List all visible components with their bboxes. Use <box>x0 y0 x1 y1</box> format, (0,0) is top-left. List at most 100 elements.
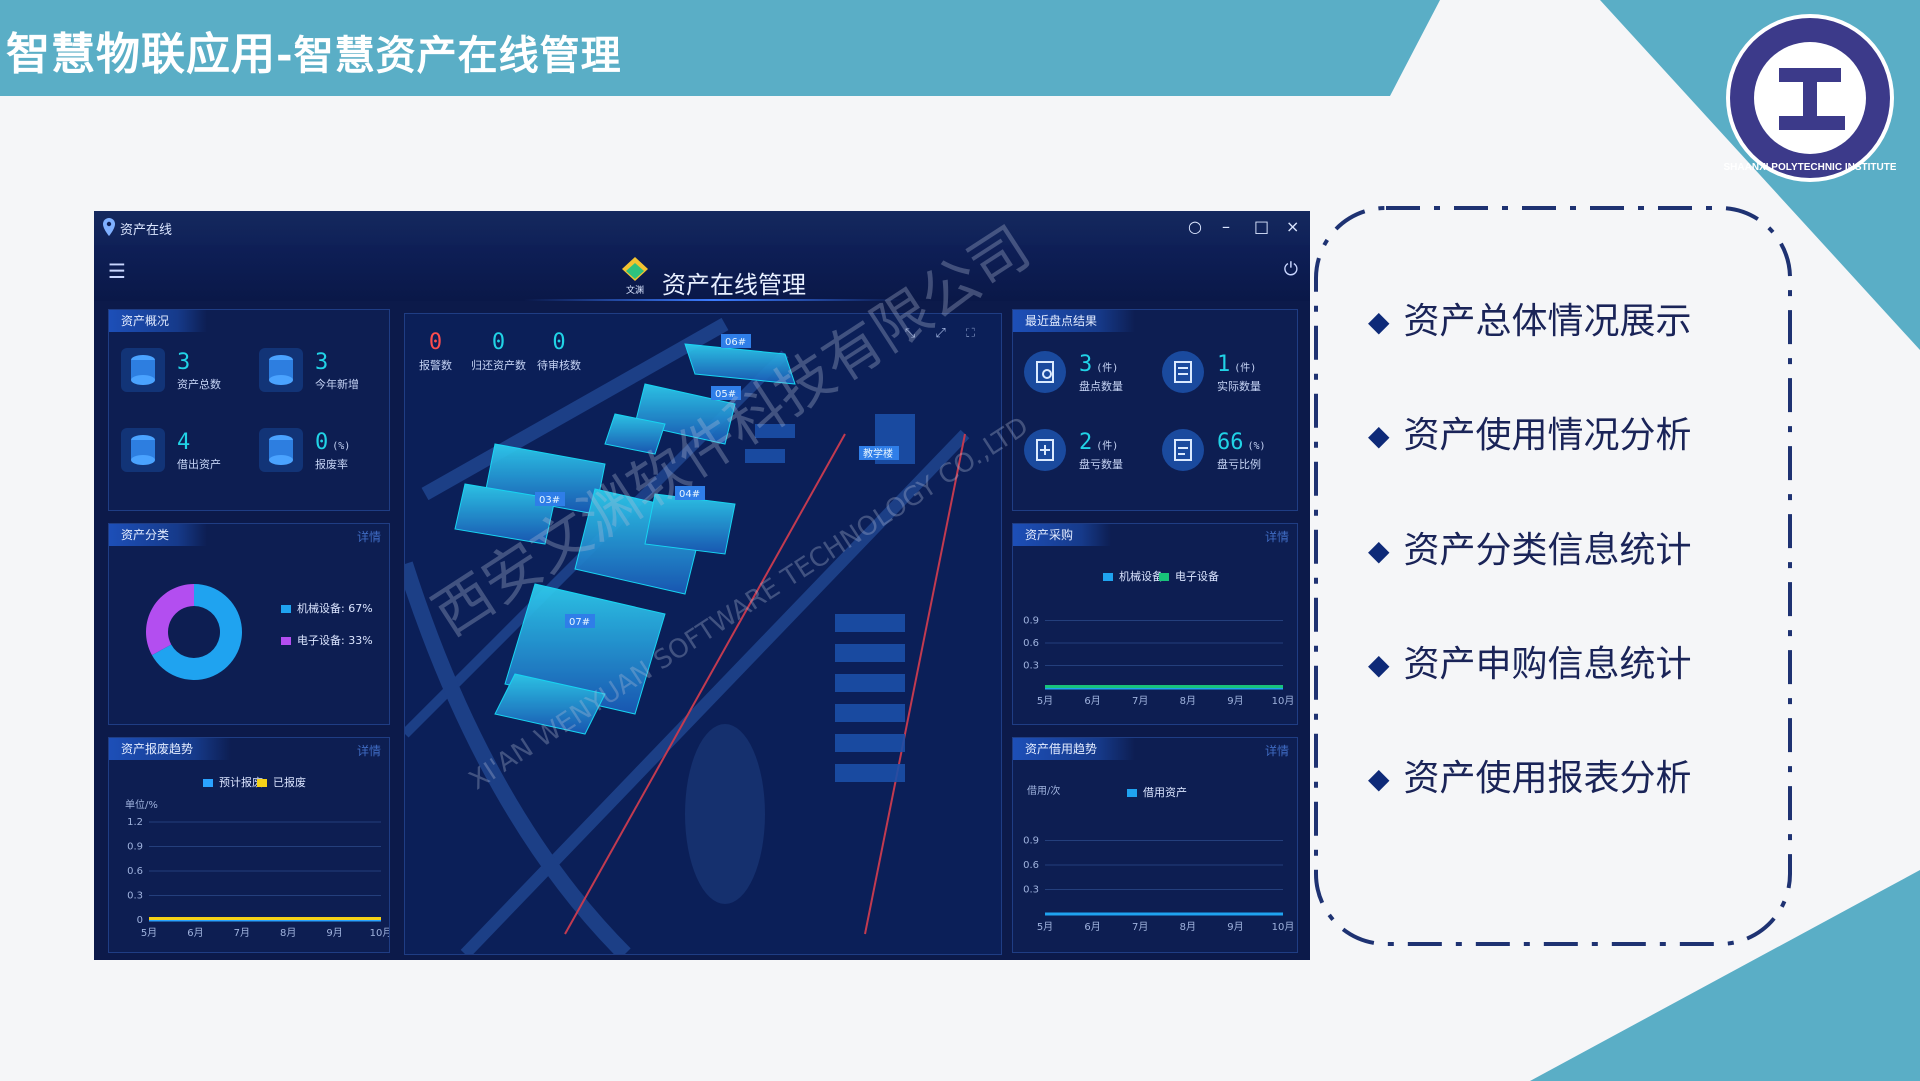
diamond-bullet-icon: ◆ <box>1368 534 1390 567</box>
app-window: 资产在线 ○ – □ × ☰ 文渊 资产在线管理 ⏻ 资产概况 3 资产总数 3… <box>94 211 1310 960</box>
legend-mechanical: 机械设备 <box>1103 568 1163 584</box>
detail-link[interactable]: 详情 <box>1264 530 1289 544</box>
legend-electronic: 电子设备 <box>1159 568 1219 584</box>
y-tick-label: 0.9 <box>1023 616 1039 627</box>
y-tick-label: 0.9 <box>127 842 143 853</box>
app-header: ☰ 文渊 资产在线管理 ⏻ <box>94 245 1310 301</box>
map-view-tools[interactable]: ⤡ ⤢ ⛶ <box>904 326 983 341</box>
diamond-bullet-icon: ◆ <box>1368 648 1390 681</box>
feature-item: ◆资产使用情况分析 <box>1368 415 1692 456</box>
panel-title: 资产采购 <box>1013 524 1112 546</box>
pie-slice-0 <box>151 584 242 680</box>
borrow-trend-panel: 资产借用趋势 详情 借用/次 借用资产 0.9 0.6 0.3 5月 6月 7月 8月 9月 1… <box>1012 737 1298 953</box>
window-app-name: 资产在线 <box>120 223 173 238</box>
x-tick-label: 9月 <box>1227 695 1243 707</box>
svg-text:教学楼: 教学楼 <box>863 447 893 460</box>
minimize-button[interactable]: – <box>1222 217 1230 236</box>
diamond-bullet-icon: ◆ <box>1368 305 1390 338</box>
y-tick-label: 0.3 <box>127 891 143 902</box>
detail-link[interactable]: 详情 <box>356 530 381 544</box>
y-axis-label: 借用/次 <box>1027 786 1061 797</box>
maximize-button[interactable]: □ <box>1254 217 1270 236</box>
y-tick-label: 0.3 <box>1023 885 1039 896</box>
document-list-icon <box>1162 429 1204 471</box>
x-tick-label: 6月 <box>1084 695 1100 707</box>
svg-text:文渊: 文渊 <box>626 284 644 295</box>
category-panel: 资产分类 详情 机械设备: 67% 电子设备: 33% <box>108 523 390 725</box>
feature-item: ◆资产使用报表分析 <box>1368 758 1692 799</box>
x-tick-label: 7月 <box>1132 921 1148 933</box>
database-icon <box>259 348 303 392</box>
window-titlebar: 资产在线 ○ – □ × <box>94 211 1310 246</box>
document-icon <box>1162 351 1204 393</box>
y-tick-label: 0.6 <box>1023 638 1039 649</box>
campus-buildings-graphic: 06# 05# 03# 04# 07# 教学楼 <box>405 317 970 954</box>
svg-text:05#: 05# <box>715 389 736 400</box>
svg-text:07#: 07# <box>569 617 590 628</box>
refresh-button[interactable]: ○ <box>1188 217 1202 236</box>
legend-expected-scrap: 预计报废 <box>203 774 263 790</box>
feature-item: ◆资产申购信息统计 <box>1368 644 1692 685</box>
x-tick-label: 8月 <box>1180 921 1196 933</box>
x-tick-label: 10月 <box>370 927 389 939</box>
menu-icon[interactable]: ☰ <box>108 259 126 283</box>
y-tick-label: 0.9 <box>1023 836 1039 847</box>
detail-link[interactable]: 详情 <box>1264 744 1289 758</box>
x-tick-label: 7月 <box>1132 695 1148 707</box>
y-axis-label: 单位/% <box>125 800 158 811</box>
power-icon[interactable]: ⏻ <box>1283 259 1298 280</box>
x-tick-label: 8月 <box>280 927 296 939</box>
app-title: 资产在线管理 <box>662 271 806 299</box>
x-tick-label: 5月 <box>1037 921 1053 933</box>
y-tick-label: 0.3 <box>1023 661 1039 672</box>
panel-title: 资产借用趋势 <box>1013 738 1136 760</box>
feature-item: ◆资产分类信息统计 <box>1368 530 1692 571</box>
legend-electronic: 电子设备: 33% <box>281 632 373 648</box>
y-tick-label: 1.2 <box>127 817 143 828</box>
pie-slice-1 <box>146 584 194 656</box>
y-tick-label: 0.6 <box>1023 860 1039 871</box>
panel-title: 资产分类 <box>109 524 208 546</box>
legend-scrapped: 已报废 <box>257 774 306 790</box>
svg-text:SHAANXI POLYTECHNIC INSTITUTE: SHAANXI POLYTECHNIC INSTITUTE <box>1724 162 1896 173</box>
diamond-bullet-icon: ◆ <box>1368 762 1390 795</box>
y-tick-label: 0 <box>137 915 143 926</box>
x-tick-label: 7月 <box>234 927 250 939</box>
database-icon <box>121 348 165 392</box>
svg-text:03#: 03# <box>539 495 560 506</box>
x-tick-label: 10月 <box>1272 921 1295 933</box>
document-search-icon <box>1024 351 1066 393</box>
header-glow <box>524 299 904 301</box>
slide-title: 智慧物联应用-智慧资产在线管理 <box>6 29 622 80</box>
location-pin-icon <box>103 218 115 236</box>
x-tick-label: 9月 <box>1227 921 1243 933</box>
inventory-panel: 最近盘点结果 3(件) 盘点数量 1(件) 实际数量 2(件) 盘亏数量 66(… <box>1012 309 1298 511</box>
x-tick-label: 8月 <box>1180 695 1196 707</box>
x-tick-label: 5月 <box>1037 695 1053 707</box>
panel-title: 最近盘点结果 <box>1013 310 1136 332</box>
legend-borrowed: 借用资产 <box>1127 784 1187 800</box>
panel-title: 资产报废趋势 <box>109 738 232 760</box>
overview-panel: 资产概况 3 资产总数 3 今年新增 4 借出资产 0(%) 报废率 <box>108 309 390 511</box>
detail-link[interactable]: 详情 <box>356 744 381 758</box>
feature-item: ◆资产总体情况展示 <box>1368 301 1692 342</box>
x-tick-label: 5月 <box>141 927 157 939</box>
y-tick-label: 0.6 <box>127 866 143 877</box>
svg-text:04#: 04# <box>679 489 700 500</box>
borrow-line-chart: 0.9 0.6 0.3 5月 6月 7月 8月 9月 10月 <box>1023 836 1295 934</box>
close-button[interactable]: × <box>1286 217 1300 236</box>
svg-text:06#: 06# <box>725 337 746 348</box>
x-tick-label: 6月 <box>187 927 203 939</box>
feature-list: ◆资产总体情况展示 ◆资产使用情况分析 ◆资产分类信息统计 ◆资产申购信息统计 … <box>1314 206 1792 946</box>
diamond-bullet-icon: ◆ <box>1368 419 1390 452</box>
legend-mechanical: 机械设备: 67% <box>281 600 373 616</box>
x-tick-label: 6月 <box>1084 921 1100 933</box>
school-logo: SHAANXI POLYTECHNIC INSTITUTE <box>1724 14 1896 182</box>
wenyuan-logo-icon: 文渊 <box>622 257 648 295</box>
